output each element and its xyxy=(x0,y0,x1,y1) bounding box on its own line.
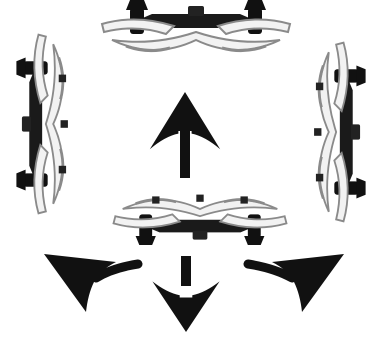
drone-right-icon xyxy=(314,43,366,222)
drone-left-icon xyxy=(16,35,68,214)
arrow-down-right-icon xyxy=(248,254,344,312)
arrow-down-left-icon xyxy=(44,254,138,312)
drone-top-icon xyxy=(102,0,290,51)
arrow-up-icon xyxy=(150,92,220,178)
drone-center-icon xyxy=(114,195,287,245)
arrow-down-icon xyxy=(152,256,219,332)
